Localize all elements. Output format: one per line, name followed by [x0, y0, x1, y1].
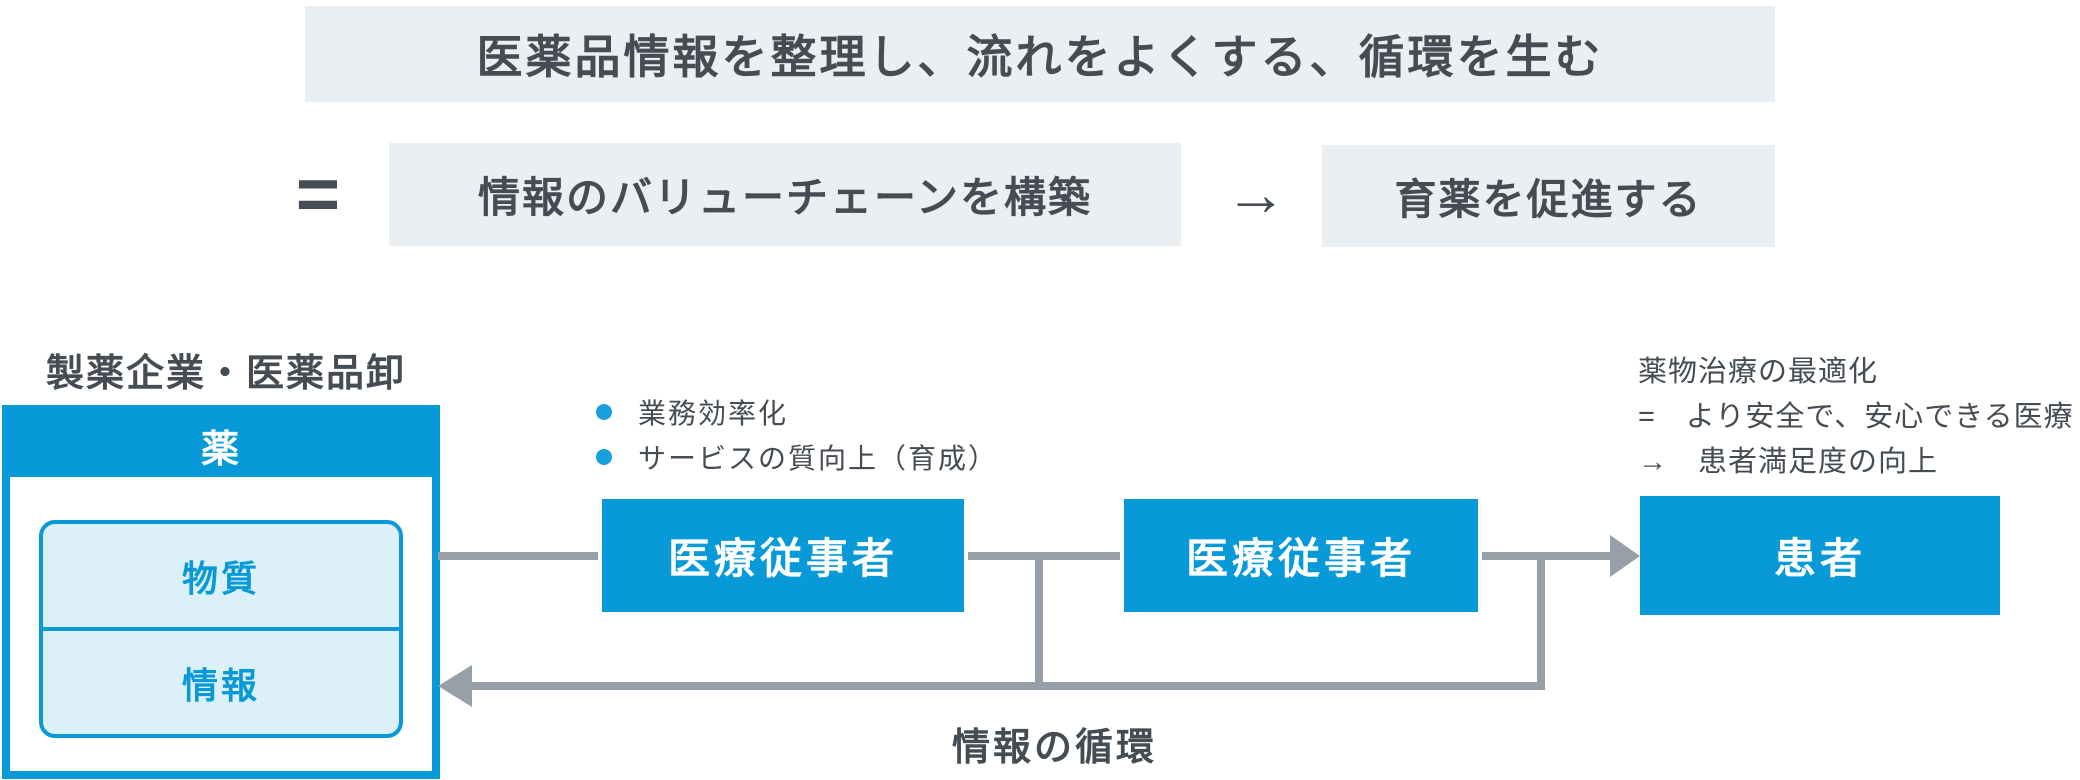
drug-components-box: 物質 情報: [39, 520, 403, 738]
arrowhead-left-icon: [438, 665, 472, 707]
result-box: 育薬を促進する: [1322, 145, 1775, 247]
arrowhead-right-icon: [1610, 535, 1640, 577]
benefit-item-1: 業務効率化: [596, 395, 788, 429]
equals-sign: =: [295, 152, 341, 237]
value-chain-box: 情報のバリューチェーンを構築: [389, 143, 1181, 246]
drug-box-title: 薬: [200, 428, 241, 471]
connector-drop-1: [1035, 552, 1043, 690]
healthcare-worker-label-2: 医療従事者: [1185, 535, 1416, 582]
benefit-item-2: サービスの質向上（育成）: [596, 440, 998, 474]
result-label: 育薬を促進する: [1394, 175, 1703, 223]
cycle-label: 情報の循環: [952, 727, 1158, 769]
connector-drug-to-worker1: [438, 552, 598, 560]
component-material: 物質: [181, 557, 260, 599]
patient-label: 患者: [1773, 535, 1866, 582]
connector-drop-2: [1537, 552, 1545, 690]
connector-worker2-to-patient: [1482, 552, 1612, 560]
healthcare-worker-box-2: 医療従事者: [1118, 493, 1484, 618]
component-divider: [43, 627, 399, 631]
bullet-icon: [596, 404, 612, 420]
right-arrow-glyph-icon: →: [1225, 160, 1287, 229]
main-title-text: 医薬品情報を整理し、流れをよくする、循環を生む: [476, 31, 1604, 83]
benefit-label-1: 業務効率化: [638, 398, 789, 429]
outcome-line-2: = より安全で、安心できる医療: [1638, 401, 2074, 433]
connector-return-line: [470, 682, 1545, 690]
value-chain-label: 情報のバリューチェーンを構築: [478, 174, 1092, 221]
drug-box-header: 薬: [10, 413, 432, 477]
patient-box: 患者: [1640, 496, 2000, 615]
main-title-banner: 医薬品情報を整理し、流れをよくする、循環を生む: [305, 6, 1775, 102]
healthcare-worker-label-1: 医療従事者: [667, 535, 898, 582]
healthcare-worker-box-1: 医療従事者: [596, 493, 970, 618]
benefit-label-2: サービスの質向上（育成）: [638, 443, 999, 474]
outcome-line-3: → 患者満足度の向上: [1638, 446, 1939, 478]
outcome-line-1: 薬物治療の最適化: [1638, 356, 1879, 388]
bullet-icon: [596, 449, 612, 465]
connector-worker1-to-worker2: [968, 552, 1120, 560]
component-information: 情報: [181, 664, 260, 706]
supplier-label: 製薬企業・医薬品卸: [46, 353, 407, 395]
